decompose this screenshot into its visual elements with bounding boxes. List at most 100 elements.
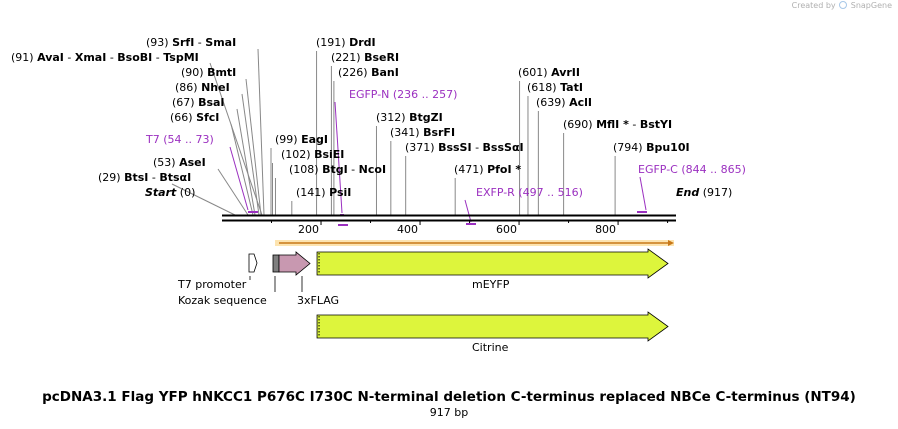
feature-label-kozak-sequence: Kozak sequence <box>178 294 267 307</box>
site-label-eagi: (99) EagI <box>275 133 328 146</box>
ruler-label: 800 <box>595 223 616 236</box>
site-name: BanI <box>371 66 399 79</box>
orf-arrowhead <box>668 240 674 246</box>
citrine-arrow <box>316 311 669 342</box>
site-pos: (601) <box>518 66 551 79</box>
site-separator: - <box>148 171 159 184</box>
credit-brand: SnapGene <box>850 1 892 10</box>
snapgene-logo-icon <box>839 1 848 9</box>
primer-name: EGFP-N <box>349 88 393 101</box>
map-title: pcDNA3.1 Flag YFP hNKCC1 P676C I730C N-t… <box>42 389 856 405</box>
site-label-pfoi: (471) PfoI * <box>454 163 521 176</box>
site-name: BssSI <box>438 141 472 154</box>
meyfp-arrow <box>316 248 669 279</box>
site-name: AseI <box>179 156 206 169</box>
site-label-srfi: (93) SrfI - SmaI <box>146 36 236 49</box>
site-name: SrfI <box>172 36 194 49</box>
site-label-btgi: (108) BtgI - NcoI <box>289 163 386 176</box>
site-name: BtgI <box>322 163 348 176</box>
primer-leader <box>229 146 249 211</box>
site-separator: - <box>629 118 640 131</box>
site-pos: (102) <box>281 148 314 161</box>
site-name: BtsI <box>124 171 148 184</box>
site-name: SmaI <box>205 36 236 49</box>
site-name: EagI <box>301 133 328 146</box>
site-name: End <box>676 186 699 199</box>
primer-range: (54 .. 73) <box>163 133 214 146</box>
feature-label-t7-promoter: T7 promoter <box>177 278 247 291</box>
t7-promoter-arrow <box>248 253 258 273</box>
site-pos: (0) <box>176 186 195 199</box>
site-pos: (917) <box>699 186 732 199</box>
primer-name: EXFP-R <box>476 186 518 199</box>
site-name: MflI * <box>596 118 629 131</box>
site-label-nhei: (86) NheI <box>175 81 230 94</box>
site-name: BsaI <box>198 96 224 109</box>
leader-line <box>217 168 249 216</box>
site-label-tati: (618) TatI <box>527 81 583 94</box>
site-name: XmaI <box>75 51 106 64</box>
site-labels: (91) AvaI - XmaI - BsoBI - TspMI (93) Srf… <box>11 36 746 199</box>
site-name: DrdI <box>349 36 376 49</box>
site-name: Bpu10I <box>646 141 690 154</box>
site-pos: (99) <box>275 133 301 146</box>
site-name: NheI <box>201 81 230 94</box>
site-name: PsiI <box>329 186 351 199</box>
site-pos: (471) <box>454 163 487 176</box>
primer-leader <box>639 176 647 211</box>
site-pos: (86) <box>175 81 201 94</box>
site-label-drdi: (191) DrdI <box>316 36 376 49</box>
site-name: BssSαI <box>483 141 524 154</box>
ruler-label: 600 <box>496 223 517 236</box>
sequence-length: 917 bp <box>429 406 469 419</box>
orf-arrow <box>275 240 674 246</box>
site-name: BmtI <box>207 66 236 79</box>
primer-range: (844 .. 865) <box>681 163 746 176</box>
site-pos: (66) <box>170 111 196 124</box>
feature-label-3xflag: 3xFLAG <box>297 294 339 307</box>
primer-name: EGFP-C <box>638 163 681 176</box>
site-label-bani: (226) BanI <box>338 66 399 79</box>
site-pos: (141) <box>296 186 329 199</box>
site-pos: (341) <box>390 126 423 139</box>
site-separator: - <box>152 51 163 64</box>
leader-line <box>257 48 265 216</box>
site-separator: - <box>472 141 483 154</box>
site-name: BsoBI <box>117 51 152 64</box>
primer-label-t7: T7 (54 .. 73) <box>145 133 214 146</box>
site-label-bmti: (90) BmtI <box>181 66 236 79</box>
site-name: PfoI * <box>487 163 521 176</box>
site-leader-lines <box>171 48 647 226</box>
primer-name: T7 <box>145 133 163 146</box>
site-name: AvrII <box>551 66 580 79</box>
site-pos: (29) <box>98 171 124 184</box>
site-label-bsssi: (371) BssSI - BssSαI <box>405 141 524 154</box>
site-name: TatI <box>560 81 583 94</box>
kozak-box <box>272 254 280 273</box>
leader-line <box>171 183 236 216</box>
site-label-bsai: (67) BsaI <box>172 96 225 109</box>
dna-backbone <box>222 214 676 222</box>
site-pos: (794) <box>613 141 646 154</box>
site-label-btsi: (29) BtsI - BtsαI <box>98 171 191 184</box>
site-pos: (312) <box>376 111 409 124</box>
site-label-avai: (91) AvaI - XmaI - BsoBI - TspMI <box>11 51 199 64</box>
leader-line <box>245 78 262 216</box>
leader-line <box>241 93 260 216</box>
site-pos: (690) <box>563 118 596 131</box>
site-pos: (108) <box>289 163 322 176</box>
site-name: NcoI <box>359 163 386 176</box>
snapgene-credit: Created by SnapGene <box>792 1 892 10</box>
leader-line <box>209 62 263 216</box>
site-pos: (618) <box>527 81 560 94</box>
site-label-asei: (53) AseI <box>153 156 206 169</box>
site-name: TspMI <box>163 51 199 64</box>
site-name: BstYI <box>640 118 672 131</box>
site-separator: - <box>64 51 75 64</box>
primer-label-egfp-n: EGFP-N (236 .. 257) <box>349 88 457 101</box>
ruler-label: 200 <box>298 223 319 236</box>
site-label-end: End (917) <box>676 186 732 199</box>
site-label-bsiei: (102) BsiEI <box>281 148 344 161</box>
